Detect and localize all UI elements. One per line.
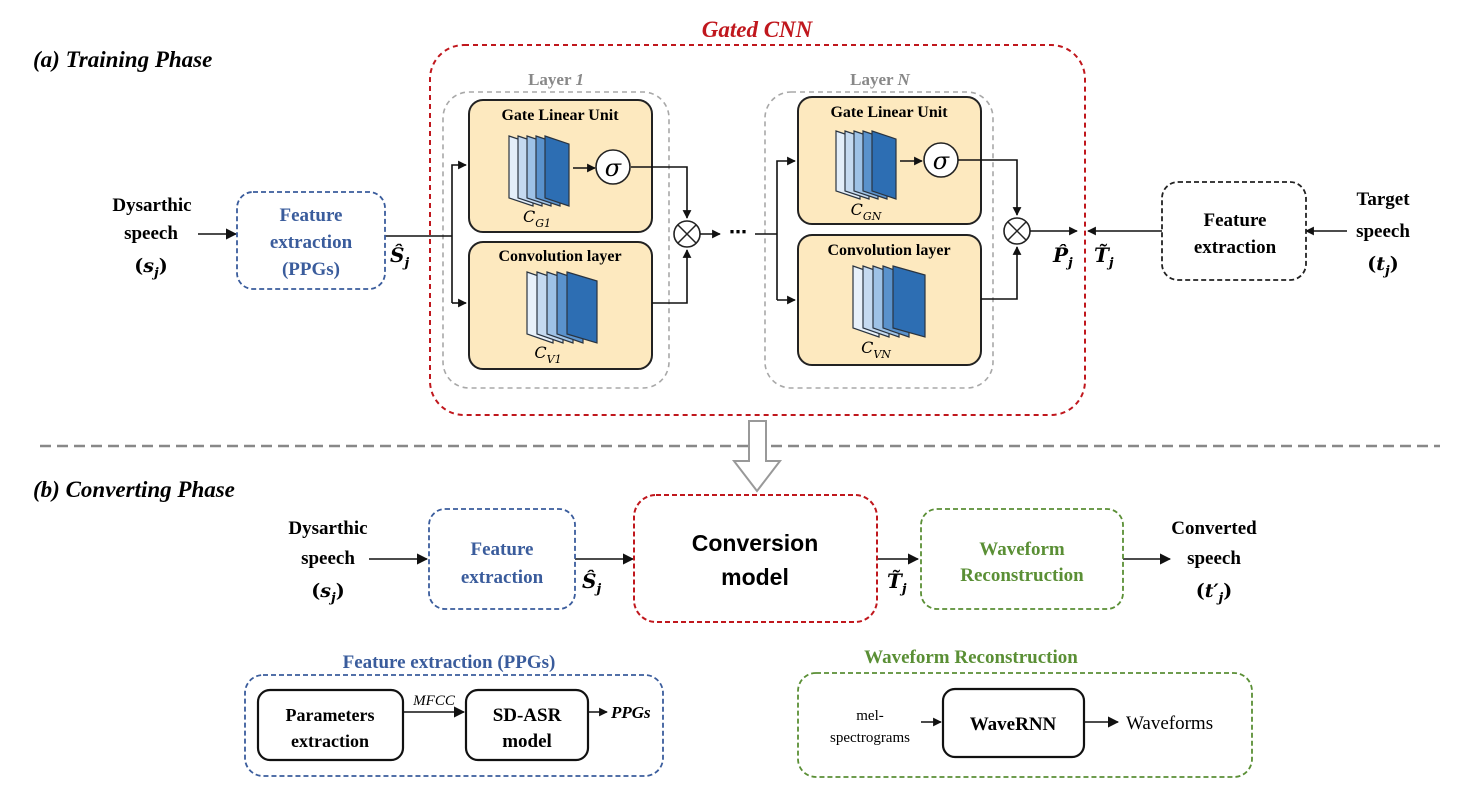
mel-label-2: spectrograms — [830, 730, 910, 746]
sdasr-label-1: SD-ASR — [493, 705, 562, 726]
wr-detail-box — [797, 672, 1253, 778]
sigma-symbol-1: σ — [605, 154, 622, 182]
conversion-model-box — [633, 494, 878, 623]
converting-phase-title: (b) Converting Phase — [33, 477, 235, 502]
feature-extraction-box-target — [1161, 181, 1307, 281]
output-label-2: speech — [1187, 548, 1241, 569]
s-hat-a: Ŝj — [390, 242, 409, 271]
conv-filters-1 — [526, 271, 598, 344]
wavernn-label: WaveRNN — [970, 714, 1057, 735]
feature-extraction-box-a — [236, 191, 386, 290]
converting-connectors — [369, 553, 1172, 728]
conv-title-1: Convolution layer — [498, 248, 621, 265]
mfcc-label: MFCC — [412, 693, 456, 709]
fe-target-label-1: Feature — [1204, 210, 1267, 231]
glu-filters-n — [835, 130, 897, 200]
multiply-node-n — [1003, 217, 1031, 245]
input-label-a-1: Dysarthic — [112, 195, 191, 216]
ppgs-label: PPGs — [610, 703, 651, 722]
glu-filters-1 — [508, 135, 570, 207]
input-sym-b: (sj) — [311, 580, 344, 606]
fe-detail-title: Feature extraction (PPGs) — [343, 652, 556, 673]
ellipsis: ⋯ — [729, 222, 747, 243]
wr-label-1: Waveform — [979, 539, 1065, 560]
cvn-label: CVN — [861, 338, 891, 361]
gated-cnn-box — [429, 44, 1086, 416]
output-label-1: Converted — [1171, 518, 1257, 539]
training-connectors — [198, 156, 1347, 308]
target-sym: (tj) — [1367, 253, 1399, 279]
fe-b-label-2: extraction — [461, 567, 544, 588]
input-sym-a: (sj) — [134, 255, 167, 281]
fe-a-label-1: Feature — [280, 205, 343, 226]
input-label-a-2: speech — [124, 223, 178, 244]
conversion-model-label-1: Conversion — [692, 530, 819, 556]
target-label-1: Target — [1356, 189, 1410, 210]
glu-title-n: Gate Linear Unit — [830, 104, 948, 121]
cgn-label: CGN — [851, 200, 882, 223]
conversion-model-label-2: model — [721, 564, 789, 590]
fe-a-label-3: (PPGs) — [282, 259, 340, 280]
waveform-reconstruction-box — [920, 508, 1124, 610]
cv1-label: CV1 — [534, 343, 561, 366]
conv-title-n: Convolution layer — [827, 242, 950, 259]
fe-target-label-2: extraction — [1194, 237, 1277, 258]
layer-1-box — [442, 91, 670, 389]
feature-extraction-box-b — [428, 508, 576, 610]
fe-a-label-2: extraction — [270, 232, 353, 253]
wr-label-2: Reconstruction — [960, 565, 1084, 586]
sd-asr-box — [464, 688, 590, 762]
conv-filters-n — [852, 265, 926, 338]
layer-n-box — [764, 91, 994, 389]
fe-detail-box — [244, 674, 664, 777]
sdasr-label-2: model — [502, 731, 552, 752]
glu-title-1: Gate Linear Unit — [501, 107, 619, 124]
t-tilde-a: T̃j — [1094, 243, 1114, 271]
mel-label-1: mel- — [856, 708, 884, 724]
gated-cnn-title: Gated CNN — [702, 17, 814, 42]
wavernn-box — [941, 687, 1086, 759]
sigma-node-1 — [595, 149, 631, 185]
phase-transition-arrow — [731, 420, 783, 493]
p-hat: P̂j — [1052, 243, 1073, 271]
t-tilde-b: T̃j — [887, 569, 907, 597]
fe-b-label-1: Feature — [471, 539, 534, 560]
input-label-b-2: speech — [301, 548, 355, 569]
waveforms-label: Waveforms — [1126, 713, 1213, 734]
param-label-1: Parameters — [286, 705, 375, 725]
parameters-extraction-box — [256, 688, 405, 762]
layer-n-label: Layer N — [850, 70, 910, 89]
param-label-2: extraction — [291, 731, 369, 751]
layer-1-label: Layer 1 — [528, 70, 584, 89]
multiply-node-1 — [673, 220, 701, 248]
output-sym: (t′j) — [1196, 580, 1233, 606]
wr-detail-title: Waveform Reconstruction — [864, 647, 1078, 668]
sigma-symbol-n: σ — [933, 147, 950, 175]
target-label-2: speech — [1356, 221, 1410, 242]
cg1-label: CG1 — [523, 207, 551, 230]
training-phase-title: (a) Training Phase — [33, 47, 212, 72]
s-hat-b: Ŝj — [582, 568, 601, 597]
input-label-b-1: Dysarthic — [288, 518, 367, 539]
